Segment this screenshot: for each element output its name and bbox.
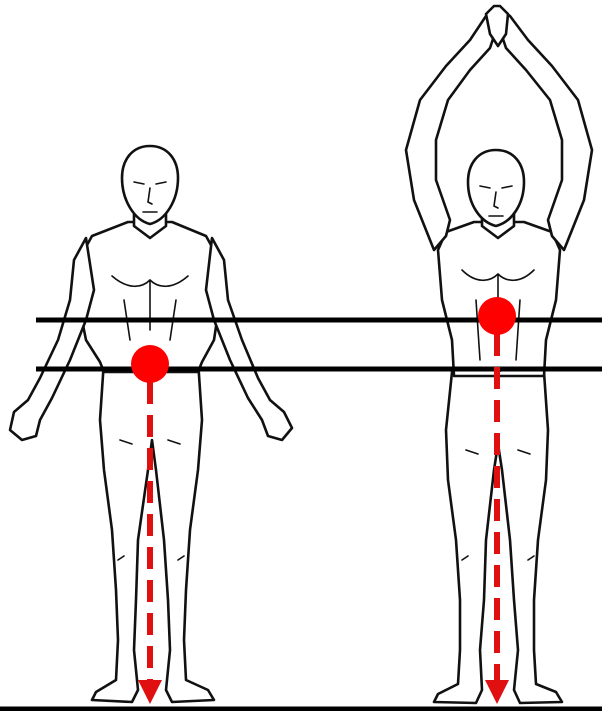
left-figure-right-arm xyxy=(10,238,94,440)
center-of-mass-dot-icon xyxy=(131,345,169,383)
right-figure-head xyxy=(468,150,524,226)
center-of-mass-dot-icon xyxy=(478,297,516,335)
gravity-arrow-icon xyxy=(138,680,162,704)
gravity-arrow-icon xyxy=(485,680,509,704)
left-figure-left-arm xyxy=(206,238,292,440)
